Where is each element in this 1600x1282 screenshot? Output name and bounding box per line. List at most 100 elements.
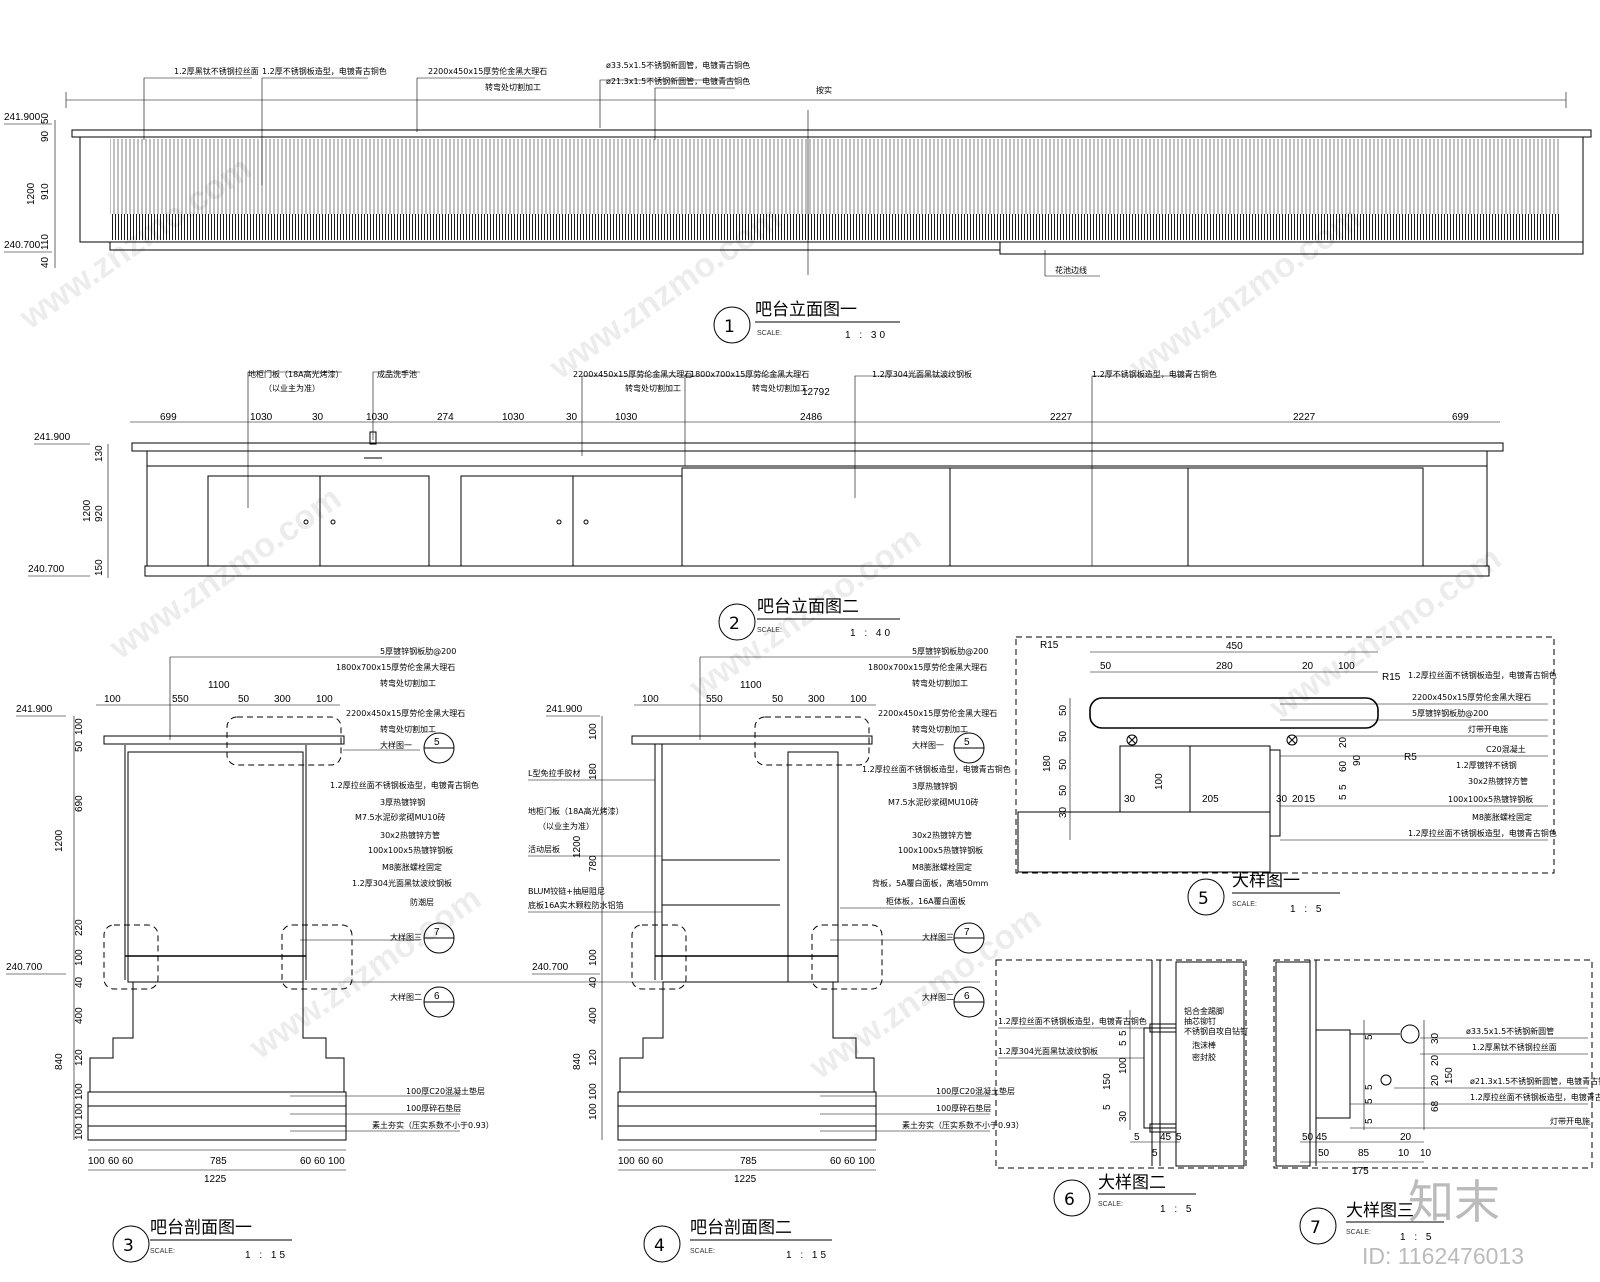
sec2-bottom-dim: 60: [652, 1156, 664, 1167]
sec2-note: 大样图一: [912, 740, 944, 750]
brand-logo: 知末: [1408, 1175, 1500, 1229]
det1-number: 5: [1198, 889, 1209, 909]
elev2-vdim-3: 920: [94, 505, 105, 522]
det2-number-circle: [1053, 1179, 1091, 1217]
sec2-left-note: 地柜门板（18A高光烤漆）: [528, 806, 624, 816]
det2-dim: 5: [1118, 1040, 1129, 1046]
elev2-note-2: （以业主为准）: [264, 383, 320, 393]
sec1-vdim: 220: [74, 919, 85, 936]
sec2-top-dim: 50: [772, 694, 784, 705]
sec1-vdim: 400: [74, 1007, 85, 1024]
sec1-note: M7.5水泥砂浆砌MU10砖: [355, 812, 446, 822]
det1-note: C20混凝土: [1486, 744, 1526, 754]
det1-scale: 1 : 5: [1290, 904, 1324, 915]
det1-note: 1.2厚镀锌不锈钢: [1456, 760, 1517, 770]
elev2-scale: 1 : 40: [850, 628, 893, 639]
sec1-vdim: 100: [74, 718, 85, 735]
elev1-note-3: 2200x450x15厚劳伦金黑大理石: [428, 66, 547, 76]
elev2-dim: 2486: [800, 412, 823, 423]
elev2-note-3: 成品洗手池: [377, 369, 417, 379]
elev2-note-7: 转弯处切割加工: [752, 383, 808, 393]
elev2-note-5: 转弯处切割加工: [625, 383, 681, 393]
elev1-note-2: 1.2厚不锈钢板造型，电镀青古铜色: [262, 66, 387, 76]
sec2-vdim: 180: [588, 763, 599, 780]
det3-dim: 20: [1400, 1132, 1412, 1143]
sec2-vdim: 100: [588, 723, 599, 740]
det2-note: 泡沫棒: [1192, 1040, 1216, 1050]
sec2-note: 大样图二: [922, 992, 954, 1002]
sec2-vdim: 40: [588, 976, 599, 988]
det1-number-circle: [1187, 878, 1225, 916]
sec2-note: 5厚镀锌钢板肋@200: [912, 646, 988, 656]
det3-dim: 10: [1398, 1148, 1410, 1159]
sec1-marker: 5: [434, 737, 440, 748]
det1-vdim: 100: [1154, 773, 1165, 790]
sec1-note: 2200x450x15厚劳伦金黑大理石: [346, 708, 465, 718]
det3-dim: 5: [1364, 1034, 1375, 1040]
elev1-number-circle: [713, 306, 751, 344]
elev2-dim: 1030: [250, 412, 273, 423]
det1-notes: 1.2厚拉丝面不锈钢板造型，电镀青古铜色 2200x450x15厚劳伦金黑大理石…: [1280, 670, 1557, 841]
sec2-top-dim: 300: [808, 694, 825, 705]
elev2-note-4: 2200x450x15厚劳伦金黑大理石: [573, 369, 692, 379]
sec1-note: 3厚热镀锌钢: [380, 797, 425, 807]
sec2-vdim: 840: [572, 1053, 583, 1070]
det1-vdim: 60: [1338, 760, 1349, 772]
sec1-level-top: 241.900: [16, 704, 53, 715]
elev2-dim: 30: [312, 412, 324, 423]
det2-dim: 100: [1118, 1057, 1129, 1074]
det3-dim: 5: [1364, 1098, 1375, 1104]
sec1-note: M8膨胀螺栓固定: [382, 862, 442, 872]
elev1-title: 吧台立面图一: [755, 300, 857, 320]
sec1-top-dim: 100: [316, 694, 333, 705]
det1-note: 2200x450x15厚劳伦金黑大理石: [1412, 692, 1531, 702]
elev1-vdim-1: 50: [40, 112, 51, 124]
det1-note: 1.2厚拉丝面不锈钢板造型，电镀青古铜色: [1408, 828, 1557, 838]
sec1-vdim: 840: [54, 1053, 65, 1070]
det3-dim: 85: [1358, 1148, 1370, 1159]
sec1-marker: 7: [434, 927, 440, 938]
sec2-note: 转弯处切割加工: [912, 678, 968, 688]
elev2-dim: 2227: [1050, 412, 1073, 423]
sec2-bottom-dim: 100: [618, 1156, 635, 1167]
elev2-title: 吧台立面图二: [757, 597, 859, 617]
sec2-vdim: 400: [588, 1007, 599, 1024]
detail-3: ø33.5x1.5不锈钢新圆管 1.2厚黑钛不锈钢拉丝面 ø21.3x1.5不锈…: [1273, 959, 1600, 1245]
sec1-bottom-dim: 60: [122, 1156, 134, 1167]
sec2-note: 3厚热镀锌钢: [912, 781, 957, 791]
sec2-left-note: L型免拉手胶材: [528, 768, 580, 778]
elev1-vdim-4: 910: [40, 183, 51, 200]
det1-note: 100x100x5热镀锌钢板: [1448, 794, 1533, 804]
elev2-total: 12792: [802, 387, 830, 398]
sec1-note: 30x2热镀锌方管: [380, 830, 440, 840]
det2-note: 抽芯铆钉: [1184, 1016, 1216, 1026]
sec2-note: M8膨胀螺栓固定: [912, 862, 972, 872]
elevation-1: 按实 花池边线 1.2厚黑钛不锈钢拉丝面 1.2厚不锈钢板造型，电镀青古铜色 2…: [4, 60, 1592, 344]
sec2-left-notes: L型免拉手胶材 地柜门板（18A高光烤漆） （以业主为准） 活动层板 BLUM铰…: [528, 768, 662, 913]
sec1-vdim: 690: [74, 795, 85, 812]
det2-dim: 5: [1134, 1132, 1140, 1143]
det1-inner-dim: 30: [1276, 794, 1288, 805]
det3-number-circle: [1299, 1207, 1337, 1245]
sec2-scale: 1 : 15: [786, 1250, 829, 1261]
sec2-note: 100x100x5热镀锌钢板: [898, 845, 983, 855]
sec1-bottom-dim: 785: [210, 1156, 227, 1167]
watermark-text: www.znzmo.com: [242, 879, 488, 1067]
sec2-bottom-dim: 60: [638, 1156, 650, 1167]
det2-dim: 5: [1118, 1030, 1129, 1036]
sec2-marker: 6: [964, 991, 970, 1002]
det3-dim: 5: [1364, 1084, 1375, 1090]
det1-inner-dim: 15: [1304, 794, 1316, 805]
det2-dim: 150: [1102, 1073, 1113, 1090]
sec1-vdim: 100: [74, 949, 85, 966]
detail-2: 铝合金踢脚 抽芯铆钉 不锈钢自攻自钻钉 泡沫棒 密封胶 1.2厚拉丝面不锈钢板造…: [995, 959, 1248, 1217]
sec1-vdim: 1200: [54, 829, 65, 852]
sec1-note: 防潮层: [410, 897, 434, 907]
det1-vdim: 5: [1338, 794, 1349, 800]
sec2-left-note: 底板16A实木颗粒防水铝箔: [528, 900, 624, 910]
det2-scale: 1 : 5: [1160, 1204, 1194, 1215]
sec2-note: 柜体板，16A覆白面板: [886, 896, 966, 906]
det1-note: 5厚镀锌钢板肋@200: [1412, 708, 1488, 718]
elev1-level-top: 241.900: [4, 112, 41, 123]
elev2-note-1: 地柜门板（18A高光烤漆）: [248, 369, 344, 379]
